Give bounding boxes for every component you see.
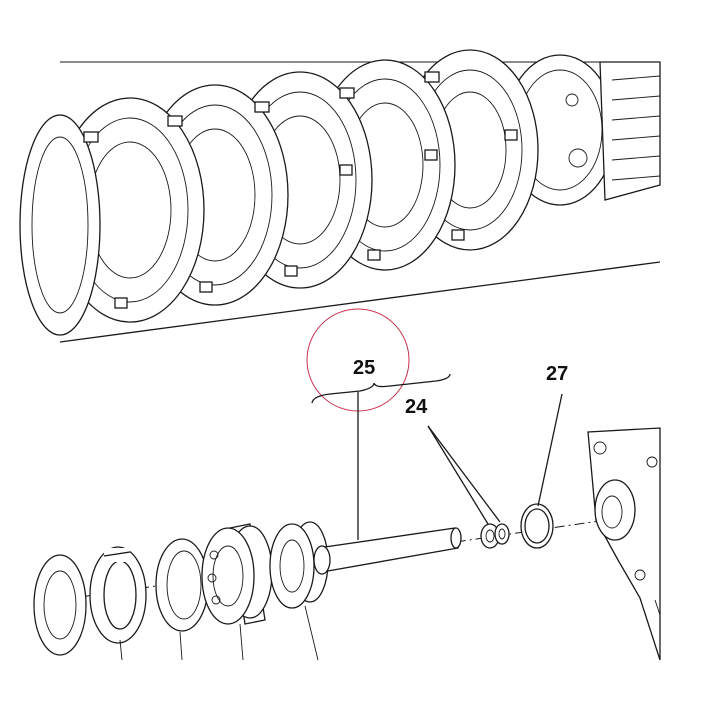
leader-27 <box>537 393 563 507</box>
callout-label-27: 27 <box>546 363 568 385</box>
clutch-disc-7 <box>19 114 101 336</box>
callout-27-group: 27 <box>537 363 568 507</box>
snap-ring <box>89 546 147 644</box>
clutch-disc-stack <box>19 49 661 343</box>
leader-24-a <box>427 425 489 525</box>
lower-assembly <box>33 427 661 661</box>
callout-25-group: 25 <box>306 308 451 540</box>
retaining-ring <box>520 503 554 549</box>
spacer-ring <box>155 538 209 632</box>
shaft <box>313 527 462 575</box>
callout-24-group: 24 <box>405 396 501 525</box>
callout-label-25: 25 <box>353 357 375 379</box>
partial-disc-left <box>33 554 87 656</box>
housing-cover <box>587 427 661 661</box>
double-bearing <box>201 523 273 625</box>
o-rings <box>480 523 510 549</box>
single-bearing <box>269 521 329 609</box>
bracket-25 <box>311 373 451 404</box>
gear-hub <box>599 61 661 201</box>
callout-label-24: 24 <box>405 396 428 418</box>
disc-tabs <box>83 71 518 309</box>
leader-24-b <box>427 425 501 523</box>
